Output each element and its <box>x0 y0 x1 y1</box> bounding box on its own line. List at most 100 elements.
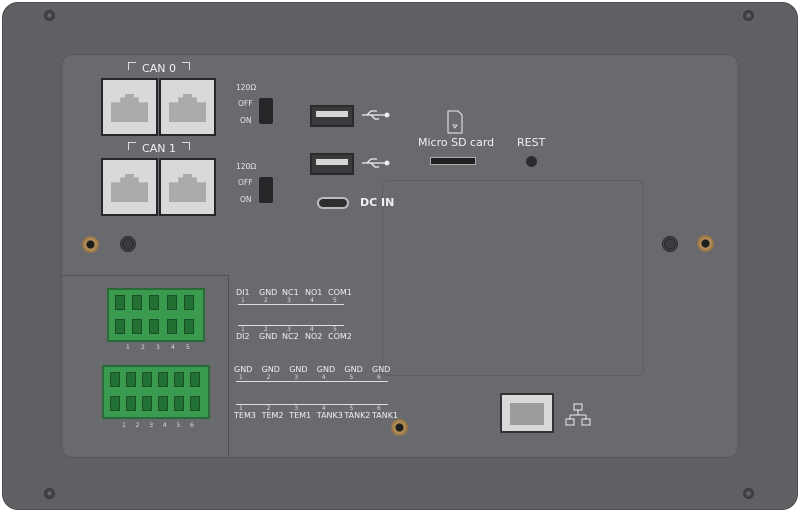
pin-number: 5 <box>186 344 190 351</box>
termination-switch-1[interactable] <box>259 177 273 203</box>
row3-number: 3 <box>294 374 299 381</box>
sd-card-label: Micro SD card <box>418 136 495 149</box>
divider <box>228 275 229 457</box>
terminal-pin[interactable] <box>158 396 168 411</box>
row3-number: 1 <box>239 374 243 381</box>
usb-icon <box>362 158 390 168</box>
row3-label: GND <box>344 365 363 374</box>
row2-number: 2 <box>264 326 268 333</box>
sd-card-icon <box>447 110 463 134</box>
row2-label: NO2 <box>305 332 323 341</box>
terminal-rule <box>236 381 388 382</box>
row4-number: 4 <box>321 405 326 412</box>
terminal-pin[interactable] <box>132 319 143 334</box>
pin-number: 1 <box>122 422 126 429</box>
row1-number: 3 <box>287 297 291 304</box>
terminal-pin[interactable] <box>174 396 184 411</box>
row3-number: 2 <box>266 374 271 381</box>
row2-label: COM2 <box>328 332 352 341</box>
row1-number: 4 <box>310 297 314 304</box>
usb-icon <box>362 110 390 120</box>
pin-number: 6 <box>190 422 194 429</box>
row2-label: DI2 <box>236 332 250 341</box>
terminal-pin[interactable] <box>115 319 125 334</box>
corner-screw <box>44 10 55 21</box>
terminal-block-2[interactable] <box>102 365 210 419</box>
pin-number: 4 <box>171 344 175 351</box>
row3-label: GND <box>372 365 391 374</box>
can1-port-a[interactable] <box>101 158 158 216</box>
terminal-pin[interactable] <box>132 295 143 310</box>
can0-port-a[interactable] <box>101 78 158 136</box>
usb-port-2[interactable] <box>310 153 354 175</box>
row1-label: COM1 <box>328 288 352 297</box>
pin-number: 3 <box>156 344 160 351</box>
terminal-pin[interactable] <box>110 396 120 411</box>
usb-port-1[interactable] <box>310 105 354 127</box>
row3-label: GND <box>316 365 336 374</box>
terminal-pin[interactable] <box>110 372 120 387</box>
termination-switch-0[interactable] <box>259 98 273 124</box>
terminal-pin[interactable] <box>149 295 160 310</box>
switch1-on-label: ON <box>240 195 252 204</box>
switch1-ohm-label: 120Ω <box>236 162 257 171</box>
terminal-rule <box>236 404 388 405</box>
row4-label: TANK3 <box>316 411 343 420</box>
terminal-pin[interactable] <box>183 295 194 310</box>
pin-number: 1 <box>126 344 130 351</box>
terminal-pin[interactable] <box>158 372 168 387</box>
pin-number: 5 <box>176 422 181 429</box>
network-icon <box>565 403 591 426</box>
switch0-ohm-label: 120Ω <box>236 83 257 92</box>
terminal-pin[interactable] <box>142 396 152 411</box>
terminal-rule <box>238 325 344 326</box>
pin-number: 2 <box>135 422 140 429</box>
row3-label: GND <box>261 365 280 374</box>
row1-number: 5 <box>333 297 337 304</box>
terminal-pin[interactable] <box>166 295 177 310</box>
row1-number: 2 <box>264 297 268 304</box>
switch0-on-label: ON <box>240 116 252 125</box>
sd-card-slot[interactable] <box>430 157 476 165</box>
row4-label: TANK2 <box>344 411 371 420</box>
row3-label: GND <box>234 365 253 374</box>
terminal-rule <box>238 304 344 305</box>
terminal-pin[interactable] <box>126 372 136 387</box>
terminal-pin[interactable] <box>166 319 177 334</box>
terminal-pin[interactable] <box>190 396 200 411</box>
pin-number: 4 <box>162 422 167 429</box>
row1-label: DI1 <box>236 288 250 297</box>
terminal-pin[interactable] <box>149 319 160 334</box>
row4-label: TEM2 <box>261 411 284 420</box>
row2-number: 5 <box>333 326 337 333</box>
row2-label: NC2 <box>282 332 299 341</box>
terminal-pin[interactable] <box>115 295 125 310</box>
row2-number: 1 <box>241 326 245 333</box>
ethernet-port[interactable] <box>500 393 554 433</box>
terminal-pin[interactable] <box>190 372 200 387</box>
row3-number: 6 <box>377 374 381 381</box>
can0-port-b[interactable] <box>159 78 216 136</box>
row1-number: 1 <box>241 297 245 304</box>
screw <box>662 236 678 252</box>
row1-label: NO1 <box>305 288 323 297</box>
row3-label: GND <box>289 365 308 374</box>
row4-label: TEM1 <box>289 411 312 420</box>
corner-screw <box>44 488 55 499</box>
corner-screw <box>743 10 754 21</box>
terminal-block-1[interactable] <box>107 288 205 342</box>
terminal-pin[interactable] <box>183 319 194 334</box>
terminal-pin[interactable] <box>174 372 184 387</box>
can0-label: CAN 0 <box>136 62 182 75</box>
terminal-pin[interactable] <box>126 396 136 411</box>
row2-label: GND <box>259 332 278 341</box>
reset-button[interactable] <box>526 156 537 167</box>
usb-c-dc-in-port[interactable] <box>317 197 349 209</box>
row4-number: 2 <box>266 405 271 412</box>
recessed-area <box>382 180 644 376</box>
can1-port-b[interactable] <box>159 158 216 216</box>
terminal-pin[interactable] <box>142 372 152 387</box>
row3-number: 5 <box>349 374 354 381</box>
standoff <box>391 419 408 436</box>
row2-number: 4 <box>310 326 314 333</box>
